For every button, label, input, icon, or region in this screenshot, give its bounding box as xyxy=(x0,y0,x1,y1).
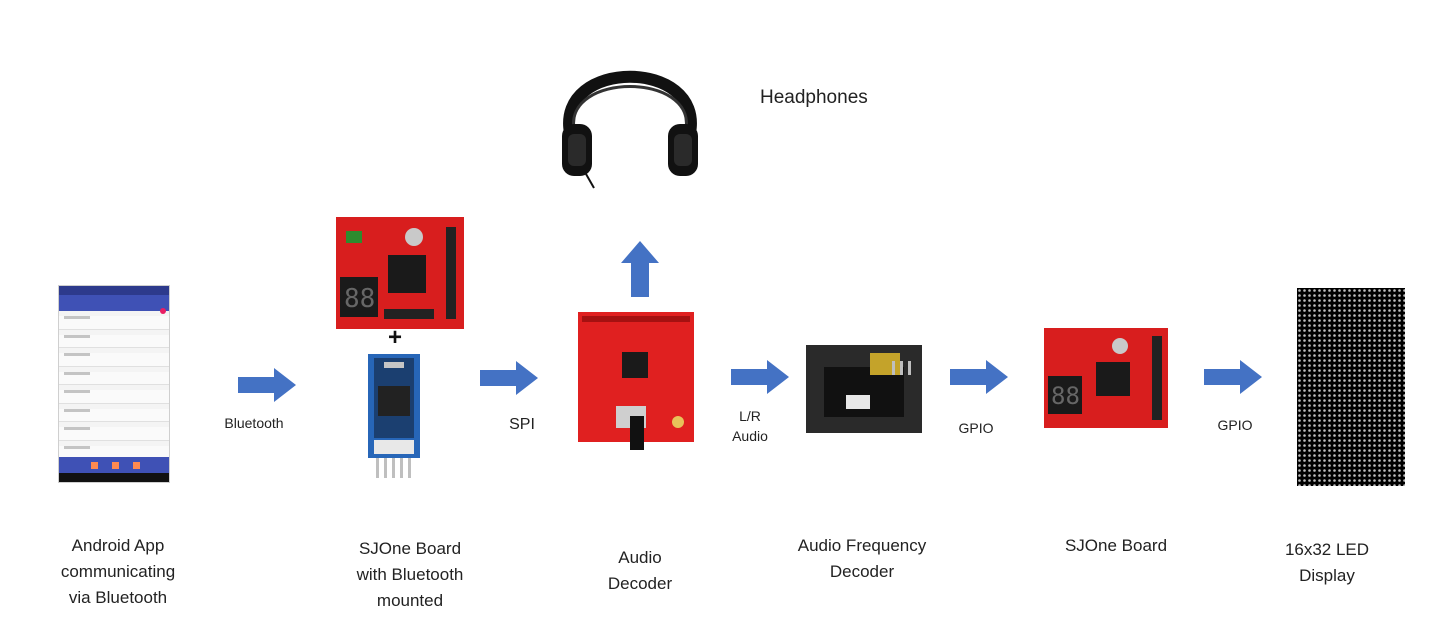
bluetooth-module-icon xyxy=(368,354,420,478)
gpio-arrow-2 xyxy=(1204,360,1262,394)
svg-text:88: 88 xyxy=(344,284,375,314)
freq-decoder-icon xyxy=(806,345,922,433)
led-caption: 16x32 LED Display xyxy=(1284,540,1370,585)
board-icon: 88 xyxy=(336,217,464,329)
led-matrix-icon xyxy=(1297,288,1405,486)
android-caption: Android App communicating via Bluetooth xyxy=(60,536,176,607)
headphones-label: Headphones xyxy=(760,87,868,108)
gpio-label-1: GPIO xyxy=(958,420,994,436)
svg-text:88: 88 xyxy=(1051,382,1080,410)
lr-audio-arrow xyxy=(731,360,789,394)
freq-decoder-caption: Audio Frequency Decoder xyxy=(797,536,927,581)
gpio-label-2: GPIO xyxy=(1217,417,1253,433)
audio-decoder-caption: Audio Decoder xyxy=(607,548,673,593)
audio-decoder-icon xyxy=(578,312,694,450)
phone-icon xyxy=(58,285,170,483)
gpio-arrow-1 xyxy=(950,360,1008,394)
sjone-bt-caption: SJOne Board with Bluetooth mounted xyxy=(356,539,464,610)
headphones-icon xyxy=(562,70,698,189)
sjone-caption: SJOne Board xyxy=(1064,536,1168,555)
bluetooth-arrow xyxy=(238,368,296,402)
lr-audio-label: L/R Audio xyxy=(732,408,768,444)
plus-sign: + xyxy=(388,324,403,351)
spi-label: SPI xyxy=(509,416,535,433)
board-icon: 88 xyxy=(1044,328,1168,428)
bluetooth-label: Bluetooth xyxy=(224,415,284,431)
audio-out-arrow xyxy=(621,241,659,297)
spi-arrow xyxy=(480,361,538,395)
